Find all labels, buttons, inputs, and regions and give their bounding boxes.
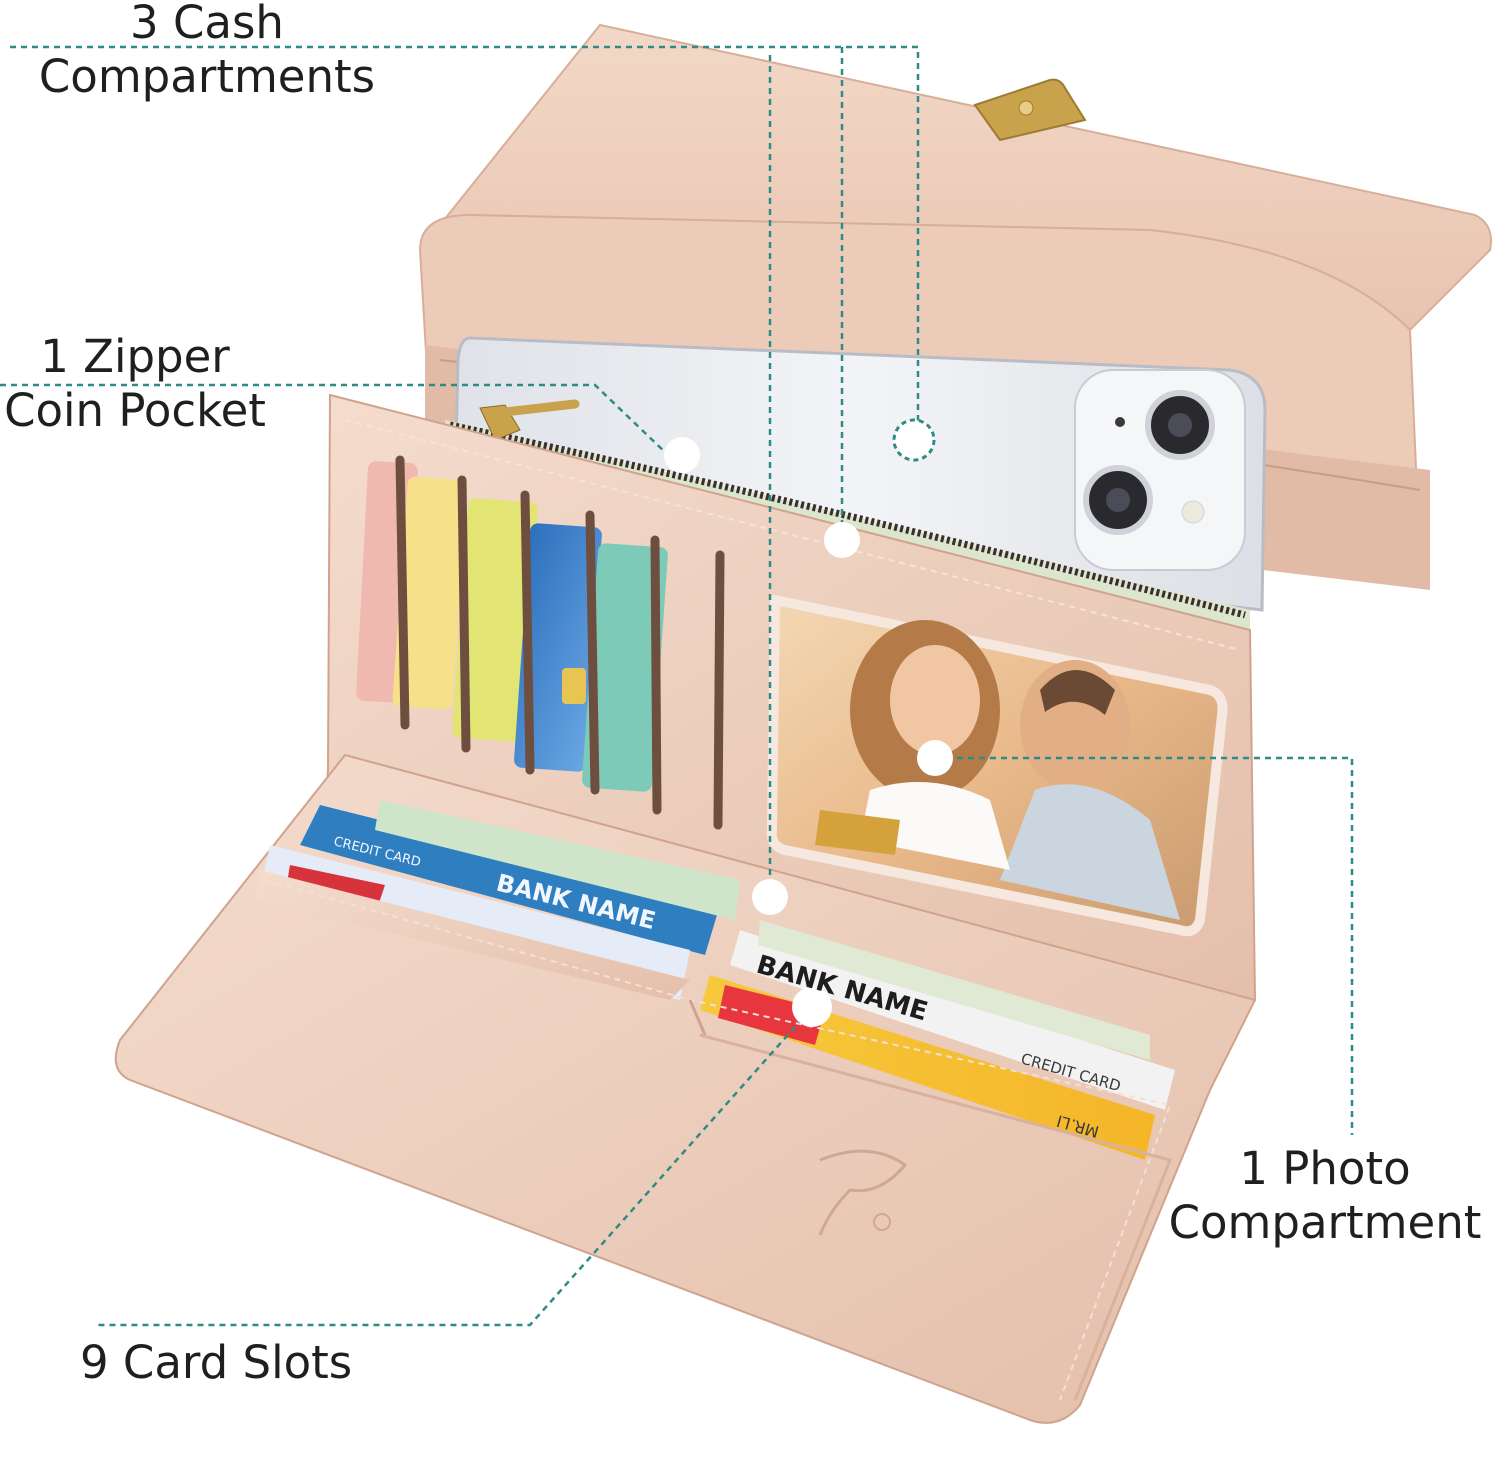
callout-zipper-line1: 1 Zipper <box>40 330 230 383</box>
callout-photo-compartment: 1 Photo Compartment <box>1160 1142 1490 1250</box>
lower-left-cards <box>255 800 740 1000</box>
callout-photo-line1: 1 Photo <box>1239 1142 1411 1195</box>
gold-clasp <box>973 78 1087 142</box>
callout-card-slots: 9 Card Slots <box>80 1336 360 1390</box>
lower-right-cards <box>700 920 1175 1160</box>
photo-window <box>766 593 1228 937</box>
callout-photo-line2: Compartment <box>1168 1196 1482 1249</box>
callout-cash-compartments: 3 Cash Compartments <box>22 0 392 104</box>
callout-markers <box>664 418 953 1027</box>
callout-zipper-line2: Coin Pocket <box>4 384 266 437</box>
callout-zipper-coin-pocket: 1 Zipper Coin Pocket <box>0 330 270 438</box>
smartphone <box>453 336 1267 612</box>
callout-cards-line1: 9 Card Slots <box>80 1336 353 1389</box>
callout-lines <box>0 45 1354 1327</box>
callout-cash-line2: Compartments <box>38 50 376 103</box>
callout-cash-line1: 3 Cash <box>130 0 284 49</box>
embossed-logo <box>818 1149 908 1236</box>
upper-card-slots <box>356 455 725 830</box>
